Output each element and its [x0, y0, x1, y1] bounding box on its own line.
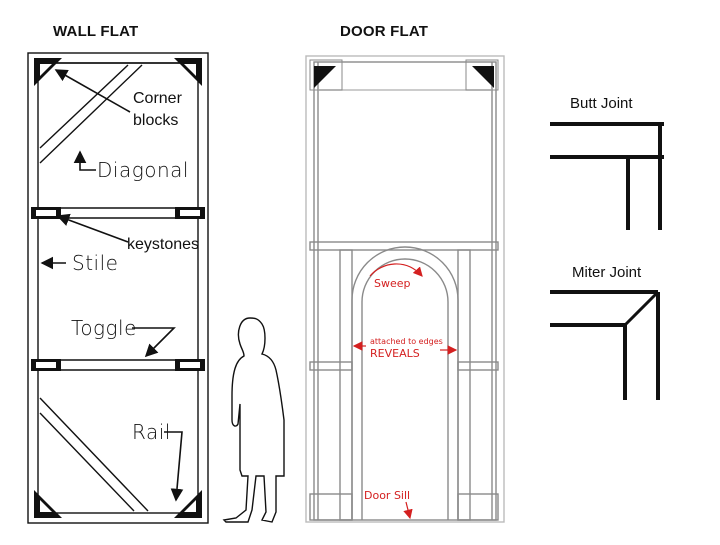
door-arch-sweep — [351, 246, 459, 330]
keystones — [31, 207, 205, 371]
door-stile-right — [457, 249, 471, 521]
door-sill-label: Door Sill — [364, 489, 411, 502]
rail-label: Rail — [132, 420, 171, 444]
keystone — [31, 207, 61, 219]
wall-flat-leaders — [40, 69, 184, 502]
wall-flat-inner-frame — [37, 62, 199, 514]
door-stile-left — [339, 249, 353, 521]
reveals-label: REVEALS — [370, 347, 420, 360]
door-corner-block-right — [472, 66, 494, 88]
wall-flat-outer-frame — [27, 52, 209, 524]
keystone — [31, 359, 61, 371]
miter-joint-drawing — [550, 290, 660, 400]
corner-blocks — [34, 58, 202, 518]
attached-to-edges-label: attached to edges — [370, 337, 443, 346]
wall-flat-title: WALL FLAT — [53, 23, 139, 40]
keystones-leader — [56, 213, 129, 243]
door-flat-outer-frame — [305, 55, 505, 523]
keystones-label: keystones — [127, 236, 200, 253]
sweep-label: Sweep — [374, 277, 411, 290]
toggle-leader — [132, 327, 176, 358]
door-annotation-arrows — [352, 263, 458, 520]
keystone — [175, 207, 205, 219]
diagonal-brace-upper — [39, 64, 143, 164]
corner-blocks-label-line2: blocks — [133, 112, 179, 129]
door-sill-block-left — [309, 493, 353, 521]
toggle-upper — [38, 207, 198, 219]
stile-label: Stile — [72, 251, 119, 275]
door-flat-title: DOOR FLAT — [340, 23, 429, 40]
butt-joint-drawing — [550, 122, 664, 230]
miter-joint-label: Miter Joint — [572, 264, 642, 281]
door-sill-arrow — [403, 501, 413, 520]
rail-leader — [164, 431, 184, 502]
door-corner-block-left — [314, 66, 336, 88]
door-header-toggle — [309, 241, 499, 251]
corner-block-bottom-left — [34, 490, 62, 518]
person-silhouette — [222, 317, 285, 523]
diagonal-leader — [73, 150, 96, 171]
door-side-toggle — [309, 361, 353, 371]
keystone — [175, 359, 205, 371]
wall-flat-drawing — [27, 52, 209, 524]
toggle-label: Toggle — [71, 316, 137, 340]
diagonal-brace-lower — [39, 397, 149, 512]
corner-block-top-right — [174, 58, 202, 86]
corner-block-bottom-right — [174, 490, 202, 518]
toggle-lower — [38, 359, 198, 371]
sweep-arrow — [369, 263, 423, 277]
door-flat-drawing — [305, 55, 505, 523]
door-flat-inner-frame — [313, 61, 497, 521]
corner-blocks-leader — [54, 69, 131, 113]
corner-blocks-label-line1: Corner — [133, 90, 182, 107]
door-corner-blocks — [309, 59, 499, 91]
butt-joint-label: Butt Joint — [570, 95, 633, 112]
door-sill-block-right — [457, 493, 499, 521]
diagonal-label: Diagonal — [97, 158, 189, 182]
